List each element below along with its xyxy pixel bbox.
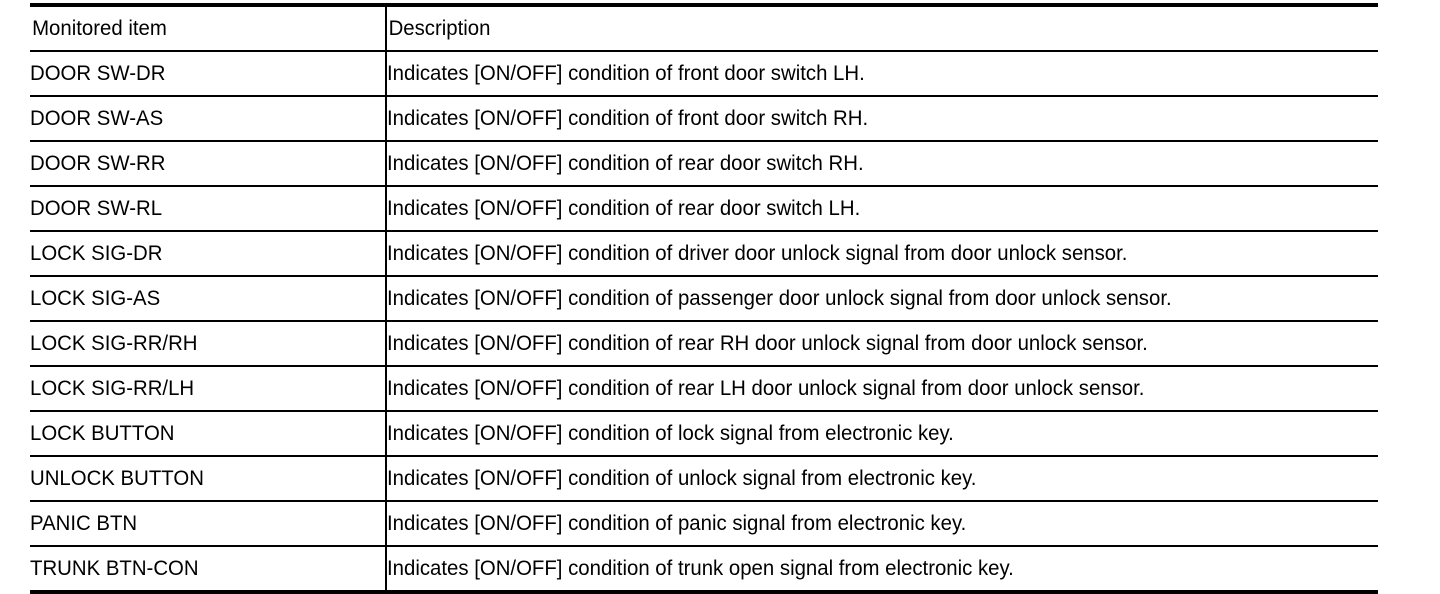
description-label: Indicates [ON/OFF] condition of panic si… [387,512,967,535]
table-row: LOCK SIG-RR/LH Indicates [ON/OFF] conditi… [30,365,1378,411]
table-row: DOOR SW-DR Indicates [ON/OFF] condition o… [30,50,1378,96]
description-label: Indicates [ON/OFF] condition of rear LH … [387,377,1145,400]
cell-monitored-item: LOCK SIG-RR/RH [30,320,387,366]
cell-monitored-item: LOCK BUTTON [30,410,387,456]
column-header-description-label: Description [388,17,491,40]
monitored-item-label: PANIC BTN [30,512,138,535]
monitored-items-table: Monitored item Description DOOR SW-DR Ind… [30,3,1378,594]
table-row: DOOR SW-RL Indicates [ON/OFF] condition o… [30,185,1378,231]
table-row: TRUNK BTN-CON Indicates [ON/OFF] conditio… [30,545,1378,592]
cell-description: Indicates [ON/OFF] condition of passenge… [386,275,1378,321]
table-row: LOCK SIG-RR/RH Indicates [ON/OFF] conditi… [30,320,1378,366]
cell-description: Indicates [ON/OFF] condition of panic si… [386,500,1378,546]
monitored-item-label: DOOR SW-AS [30,107,164,130]
cell-monitored-item: DOOR SW-RL [30,185,387,231]
description-label: Indicates [ON/OFF] condition of unlock s… [387,467,977,490]
document-page: Monitored item Description DOOR SW-DR Ind… [30,3,1378,594]
monitored-item-label: LOCK BUTTON [30,422,175,445]
description-label: Indicates [ON/OFF] condition of driver d… [387,242,1128,265]
description-label: Indicates [ON/OFF] condition of passenge… [387,287,1172,310]
cell-monitored-item: LOCK SIG-DR [30,230,387,276]
cell-description: Indicates [ON/OFF] condition of unlock s… [386,455,1378,501]
monitored-item-label: DOOR SW-RR [30,152,166,175]
monitored-item-label: DOOR SW-RL [30,197,163,220]
cell-description: Indicates [ON/OFF] condition of trunk op… [386,545,1378,592]
cell-description: Indicates [ON/OFF] condition of rear LH … [386,365,1378,411]
description-label: Indicates [ON/OFF] condition of lock sig… [387,422,954,445]
monitored-item-label: TRUNK BTN-CON [30,557,199,580]
monitored-item-label: LOCK SIG-AS [30,287,161,310]
description-label: Indicates [ON/OFF] condition of rear RH … [387,332,1148,355]
cell-description: Indicates [ON/OFF] condition of rear RH … [386,320,1378,366]
cell-monitored-item: LOCK SIG-RR/LH [30,365,387,411]
cell-monitored-item: DOOR SW-RR [30,140,387,186]
table-row: UNLOCK BUTTON Indicates [ON/OFF] conditio… [30,455,1378,501]
description-label: Indicates [ON/OFF] condition of rear doo… [387,197,861,220]
column-header-description: Description [386,5,1378,52]
cell-description: Indicates [ON/OFF] condition of front do… [386,50,1378,96]
monitored-item-label: LOCK SIG-DR [30,242,163,265]
cell-monitored-item: PANIC BTN [30,500,387,546]
column-header-monitored-item: Monitored item [30,5,387,52]
cell-description: Indicates [ON/OFF] condition of rear doo… [386,185,1378,231]
table-row: DOOR SW-AS Indicates [ON/OFF] condition o… [30,95,1378,141]
monitored-item-label: UNLOCK BUTTON [30,467,204,490]
table-row: PANIC BTN Indicates [ON/OFF] condition of… [30,500,1378,546]
description-label: Indicates [ON/OFF] condition of trunk op… [387,557,1014,580]
table-row: LOCK SIG-DR Indicates [ON/OFF] condition … [30,230,1378,276]
table-row: LOCK BUTTON Indicates [ON/OFF] condition … [30,410,1378,456]
cell-description: Indicates [ON/OFF] condition of lock sig… [386,410,1378,456]
table-header: Monitored item Description [30,5,1378,52]
cell-monitored-item: DOOR SW-AS [30,95,387,141]
cell-monitored-item: DOOR SW-DR [30,50,387,96]
cell-monitored-item: TRUNK BTN-CON [30,545,387,592]
monitored-item-label: DOOR SW-DR [30,62,166,85]
table-row: DOOR SW-RR Indicates [ON/OFF] condition o… [30,140,1378,186]
monitored-item-label: LOCK SIG-RR/LH [30,377,195,400]
description-label: Indicates [ON/OFF] condition of rear doo… [387,152,864,175]
monitored-item-label: LOCK SIG-RR/RH [30,332,198,355]
cell-monitored-item: LOCK SIG-AS [30,275,387,321]
cell-description: Indicates [ON/OFF] condition of driver d… [386,230,1378,276]
column-header-monitored-item-label: Monitored item [32,17,167,40]
table-header-row: Monitored item Description [30,5,1378,52]
description-label: Indicates [ON/OFF] condition of front do… [387,107,869,130]
description-label: Indicates [ON/OFF] condition of front do… [387,62,865,85]
cell-monitored-item: UNLOCK BUTTON [30,455,387,501]
table-body: DOOR SW-DR Indicates [ON/OFF] condition o… [30,50,1378,592]
table-row: LOCK SIG-AS Indicates [ON/OFF] condition … [30,275,1378,321]
cell-description: Indicates [ON/OFF] condition of front do… [386,95,1378,141]
cell-description: Indicates [ON/OFF] condition of rear doo… [386,140,1378,186]
